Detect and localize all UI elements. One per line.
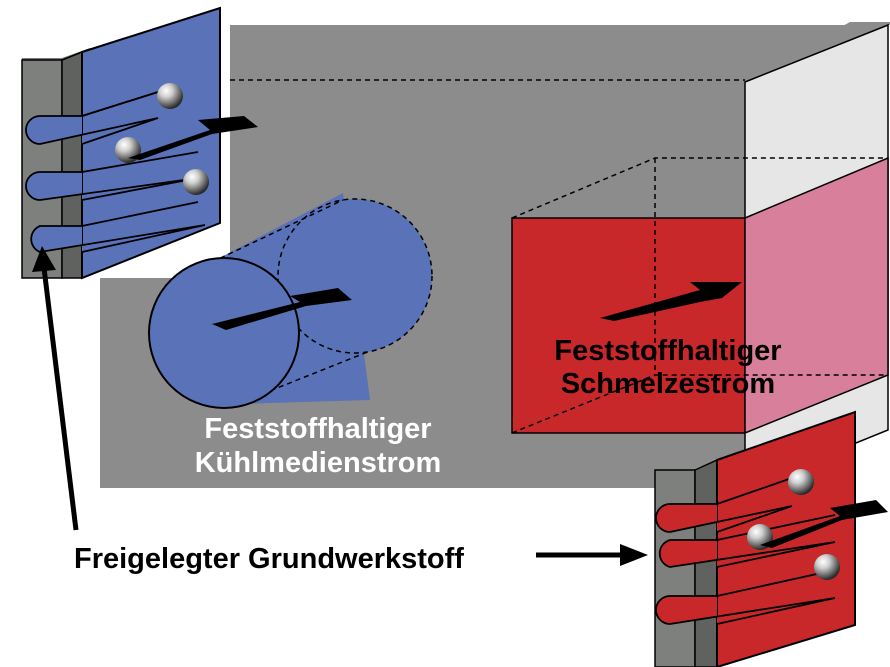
coolant-cylinder-front (148, 257, 300, 409)
particle-ball-6 (814, 554, 840, 580)
pointer-arrowhead-right (620, 544, 648, 566)
melt-flow-arrow (600, 282, 742, 321)
exposed-base-material-label: Freigelegter Grundwerkstoff (74, 543, 464, 575)
melt-flow-label-line1: Feststoffhaltiger (554, 335, 781, 367)
base-layer-left-2 (654, 469, 696, 667)
melt-side-detail (654, 410, 888, 667)
coolant-channel (148, 193, 433, 409)
particle-ball-4 (788, 469, 814, 495)
blue-side-arrow (128, 116, 258, 160)
blue-plate-front (81, 6, 221, 280)
particle-ball-1 (157, 83, 183, 109)
coolant-flow-arrow (212, 288, 352, 330)
melt-channel (511, 156, 889, 435)
melt-front-face (511, 217, 746, 434)
pointer-arrows (32, 246, 648, 566)
red-grooves (655, 477, 836, 625)
coolant-side-detail (21, 6, 258, 280)
melt-flow-label-line2: Schmelzestrom (561, 368, 775, 400)
coolant-flow-label-line2: Kühlmedienstrom (195, 447, 442, 479)
coolant-flow-label-line1: Feststoffhaltiger (204, 413, 431, 445)
red-side-arrow (760, 500, 888, 548)
particle-ball-3 (183, 169, 209, 195)
pointer-arrowhead-up (32, 246, 56, 272)
coolant-cylinder-back (277, 198, 433, 354)
